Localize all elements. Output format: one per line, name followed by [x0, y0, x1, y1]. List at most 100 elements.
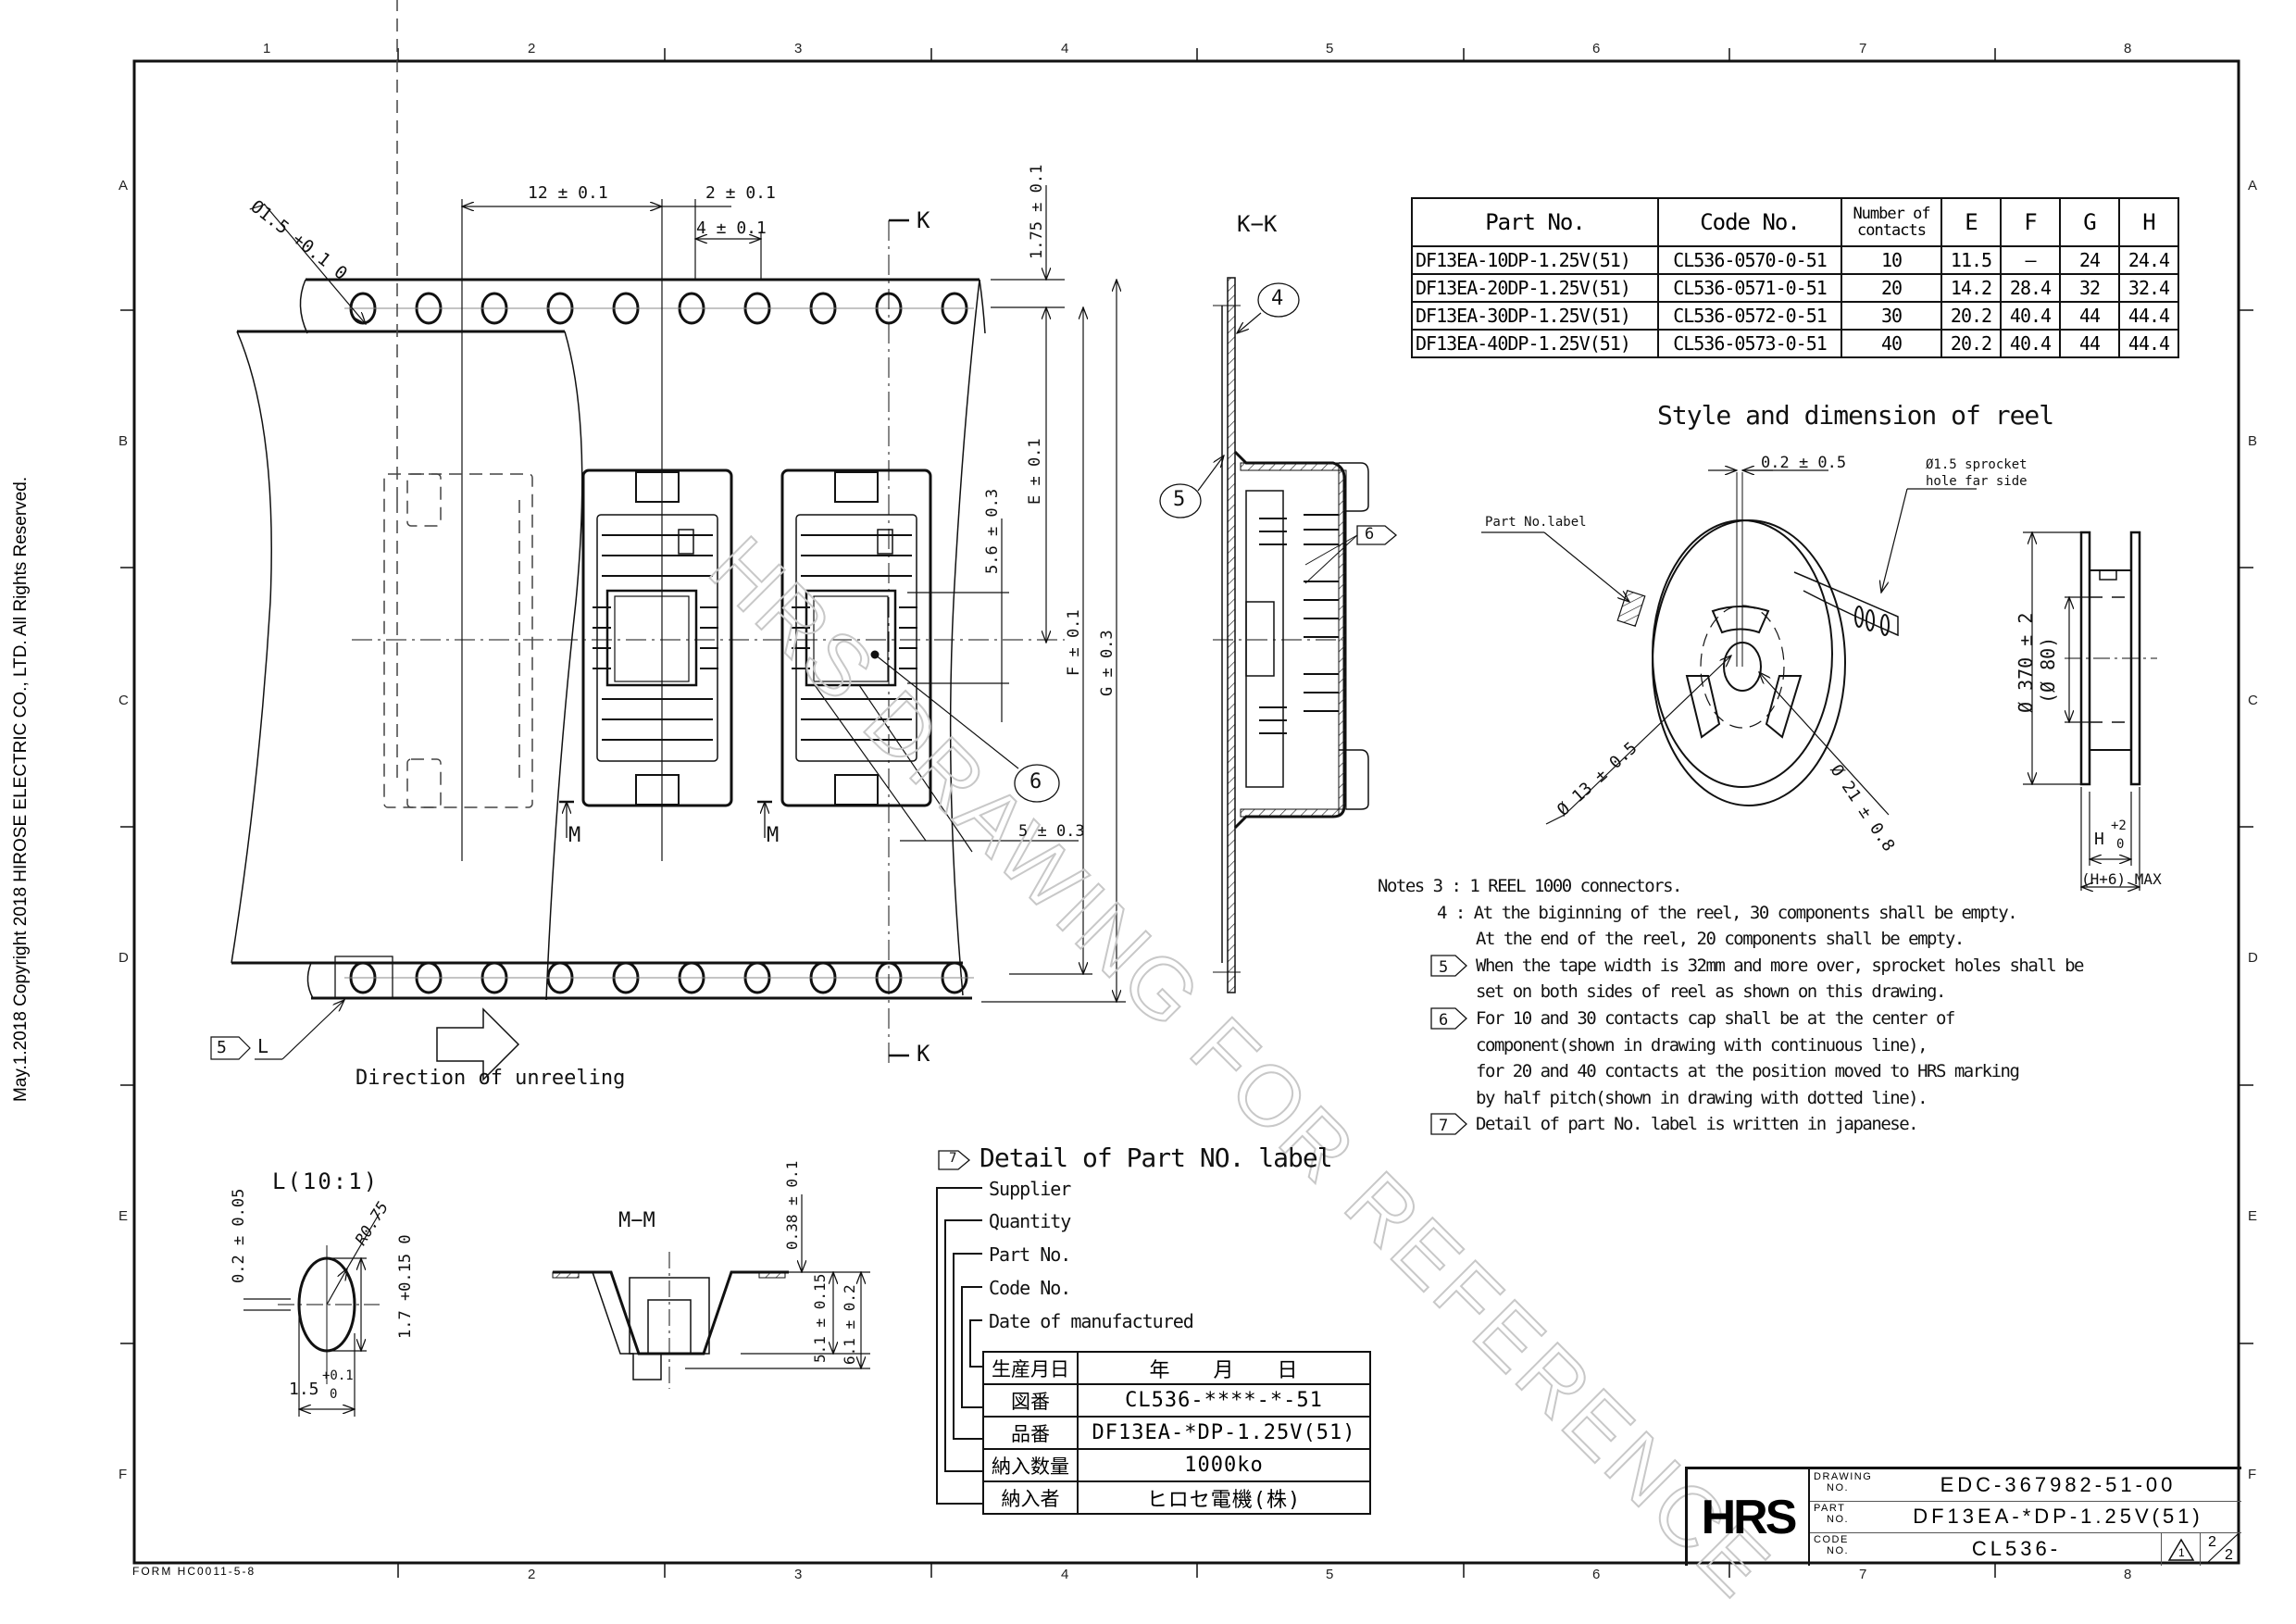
label-detail-title: Detail of Part NO. label: [980, 1143, 1333, 1173]
zone-row-a-right: A: [2248, 178, 2258, 194]
dim-2: 2 ± 0.1: [705, 183, 776, 203]
section-mm-dim-0-38: 0.38 ± 0.1: [783, 1160, 801, 1250]
cell-g: 32: [2059, 273, 2120, 303]
cell-f: 40.4: [2000, 329, 2061, 358]
balloon-6-label: 6: [1029, 770, 1042, 793]
cell-e: 11.5: [1940, 245, 2002, 275]
dim-g: G ± 0.3: [1098, 630, 1117, 696]
revision-triangle-icon: [2167, 1538, 2195, 1561]
kk-balloon-5: 5: [1173, 488, 1186, 511]
drawing-number: EDC-367982-51-00: [1940, 1473, 2177, 1496]
direction-arrow: [436, 1007, 520, 1081]
note-flag-7: 7: [1439, 1117, 1448, 1136]
zone-row-a: A: [119, 178, 129, 194]
zone-col-5: 5: [1326, 41, 1334, 56]
reel-dim-0-2: 0.2 ± 0.5: [1761, 454, 1847, 472]
tb-key-line1: PART: [1814, 1503, 1846, 1514]
cell-code-no: CL536-0573-0-51: [1657, 329, 1842, 358]
cell-contacts: 20: [1841, 273, 1942, 303]
sheet-cell: 2 2: [2200, 1532, 2241, 1566]
cell-e: 20.2: [1940, 301, 2002, 331]
callout-supplier: Supplier: [989, 1178, 1071, 1200]
cell-h: 44.4: [2118, 329, 2179, 358]
note-text: by half pitch(shown in drawing with dott…: [1476, 1087, 1928, 1108]
dim-pitch-12: 12 ± 0.1: [528, 183, 608, 203]
callout-code-no: Code No.: [989, 1277, 1071, 1299]
tb-key-line1: CODE: [1814, 1534, 1849, 1545]
callout-quantity: Quantity: [989, 1210, 1071, 1232]
cell-code-no: CL536-0571-0-51: [1657, 273, 1842, 303]
reel-dim-370: Ø 370 ± 2: [2015, 612, 2037, 713]
copyright-notice: May.1.2018 Copyright 2018 HIROSE ELECTRI…: [11, 476, 31, 1102]
label-value: DF13EA-*DP-1.25V(51): [1077, 1416, 1371, 1450]
label-value: CL536-****-*-51: [1077, 1383, 1371, 1418]
cell-contacts: 10: [1841, 245, 1942, 275]
note-text: for 20 and 40 contacts at the position m…: [1476, 1061, 2020, 1082]
note-text: At the end of the reel, 20 components sh…: [1476, 929, 1965, 950]
reel-sprocket-note-2: hole far side: [1926, 474, 2028, 489]
cell-h: 32.4: [2118, 273, 2179, 303]
zone-row-e: E: [119, 1208, 129, 1224]
zone-row-b: B: [119, 433, 129, 449]
label-key: 納入数量: [982, 1448, 1079, 1482]
tb-key-line2: NO.: [1827, 1514, 1850, 1525]
code-number: CL536-: [1971, 1537, 2062, 1560]
sheet-frame: [120, 48, 2253, 1578]
note-line: At the end of the reel, 20 components sh…: [1378, 926, 2083, 953]
detail-l-dim-0-2: 0.2 ± 0.05: [230, 1188, 248, 1283]
carrier-tape-top-view: [231, 185, 1126, 1065]
note-line: for 20 and 40 contacts at the position m…: [1378, 1058, 2083, 1085]
col-f: F: [2000, 197, 2061, 247]
kk-flag-6: 6: [1365, 525, 1375, 543]
note-line: by half pitch(shown in drawing with dott…: [1378, 1085, 2083, 1112]
dim-4: 4 ± 0.1: [696, 219, 767, 238]
cell-code-no: CL536-0570-0-51: [1657, 245, 1842, 275]
table-row: DF13EA-30DP-1.25V(51) CL536-0572-0-51 30…: [1411, 301, 2179, 331]
note-line: set on both sides of reel as shown on th…: [1378, 979, 2083, 1006]
col-g: G: [2059, 197, 2120, 247]
l-leader: [210, 1000, 344, 1060]
revision-cell: 1: [2161, 1532, 2201, 1566]
col-part-no: Part No.: [1411, 197, 1659, 247]
zone-col-8-bottom: 8: [2124, 1567, 2132, 1582]
phantom-pocket: [383, 0, 533, 808]
cell-part-no: DF13EA-20DP-1.25V(51): [1411, 273, 1659, 303]
section-m-left: M: [568, 824, 581, 847]
detail-l-dim-1-5-tol-dn: 0: [330, 1387, 338, 1402]
cell-f: 28.4: [2000, 273, 2061, 303]
zone-row-d: D: [119, 950, 129, 966]
zone-row-c-right: C: [2248, 693, 2258, 708]
label-key: 納入者: [982, 1480, 1079, 1515]
section-mm-title: M−M: [618, 1209, 655, 1232]
kk-balloon-4: 4: [1271, 287, 1284, 310]
zone-row-c: C: [119, 693, 129, 708]
cell-f: 40.4: [2000, 301, 2061, 331]
section-mm-dim-5-1: 5.1 ± 0.15: [811, 1273, 829, 1363]
direction-label: Direction of unreeling: [356, 1067, 626, 1090]
note-line: component(shown in drawing with continuo…: [1378, 1032, 2083, 1059]
note-text: set on both sides of reel as shown on th…: [1476, 981, 1946, 1003]
cell-f: —: [2000, 245, 2061, 275]
zone-row-b-right: B: [2248, 433, 2258, 449]
cell-contacts: 30: [1841, 301, 1942, 331]
cell-contacts: 40: [1841, 329, 1942, 358]
label-row-date: 生産月日年 月 日: [982, 1351, 1371, 1385]
reel-dim-h-tol-up: +2: [2111, 818, 2127, 833]
table-row: DF13EA-20DP-1.25V(51) CL536-0571-0-51 20…: [1411, 273, 2179, 303]
zone-row-e-right: E: [2248, 1208, 2258, 1224]
hrs-logo: HRS: [1688, 1469, 1810, 1566]
col-contacts-line2: contacts: [1857, 221, 1927, 240]
label-key: 図番: [982, 1383, 1079, 1418]
section-m-right: M: [767, 824, 780, 847]
note-flag-5-label: 5: [217, 1038, 227, 1057]
reel-dim-h: H: [2094, 830, 2104, 849]
